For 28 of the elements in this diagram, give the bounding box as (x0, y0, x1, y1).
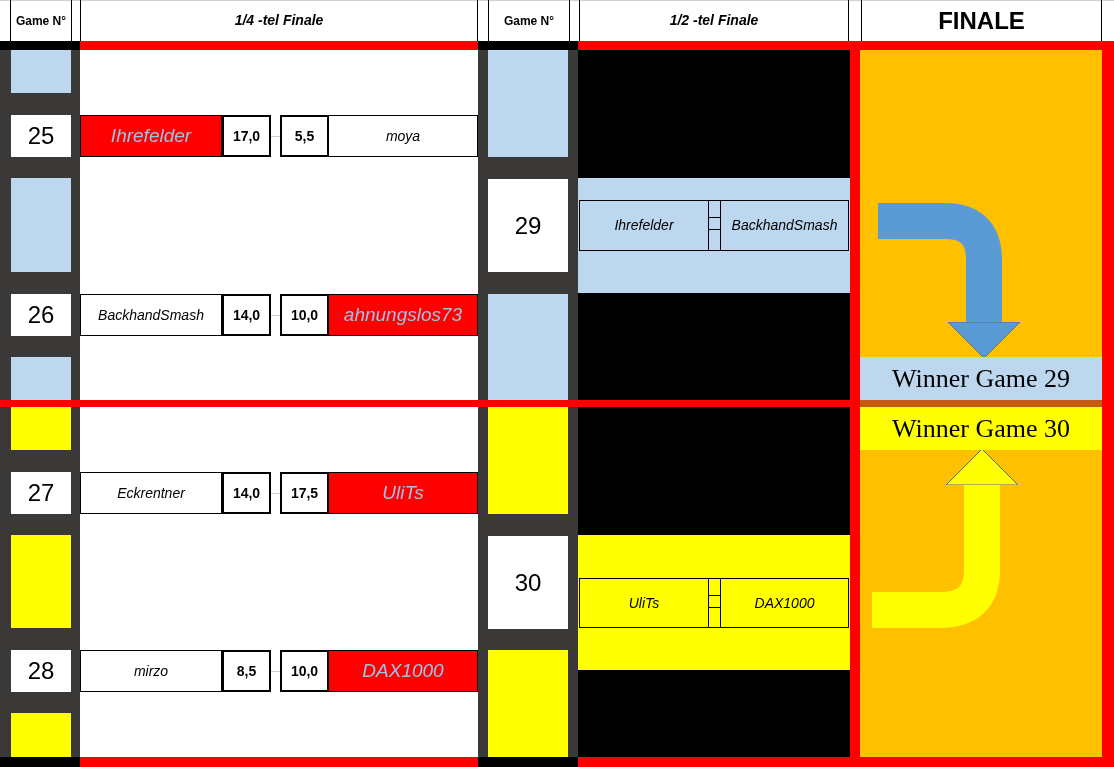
score: 10,0 (280, 650, 329, 692)
score: 14,0 (222, 472, 271, 514)
score: 8,5 (222, 650, 271, 692)
winner-box: Winner Game 30 (860, 407, 1102, 450)
player-name: DAX1000 (328, 650, 478, 692)
score: 10,0 (280, 294, 329, 336)
arrow (872, 448, 1019, 628)
score: 17,5 (280, 472, 329, 514)
game-number: 26 (11, 294, 71, 336)
score: 17,0 (222, 115, 271, 157)
game-number: 29 (488, 179, 568, 272)
player-name: BackhandSmash (80, 294, 222, 336)
player-name: mirzo (80, 650, 222, 692)
player-name: BackhandSmash (720, 200, 849, 251)
game-number: 27 (11, 472, 71, 514)
arrow (878, 203, 1021, 359)
game-number: 25 (11, 115, 71, 157)
player-name: Eckrentner (80, 472, 222, 514)
player-name: moya (328, 115, 478, 157)
score: 14,0 (222, 294, 271, 336)
game-number: 30 (488, 536, 568, 629)
player-name: ahnungslos73 (328, 294, 478, 336)
score: 5,5 (280, 115, 329, 157)
game-number: 28 (11, 650, 71, 692)
winner-box: Winner Game 29 (860, 357, 1102, 400)
player-name: UliTs (328, 472, 478, 514)
player-name: DAX1000 (720, 578, 849, 628)
player-name: Ihrefelder (80, 115, 222, 157)
